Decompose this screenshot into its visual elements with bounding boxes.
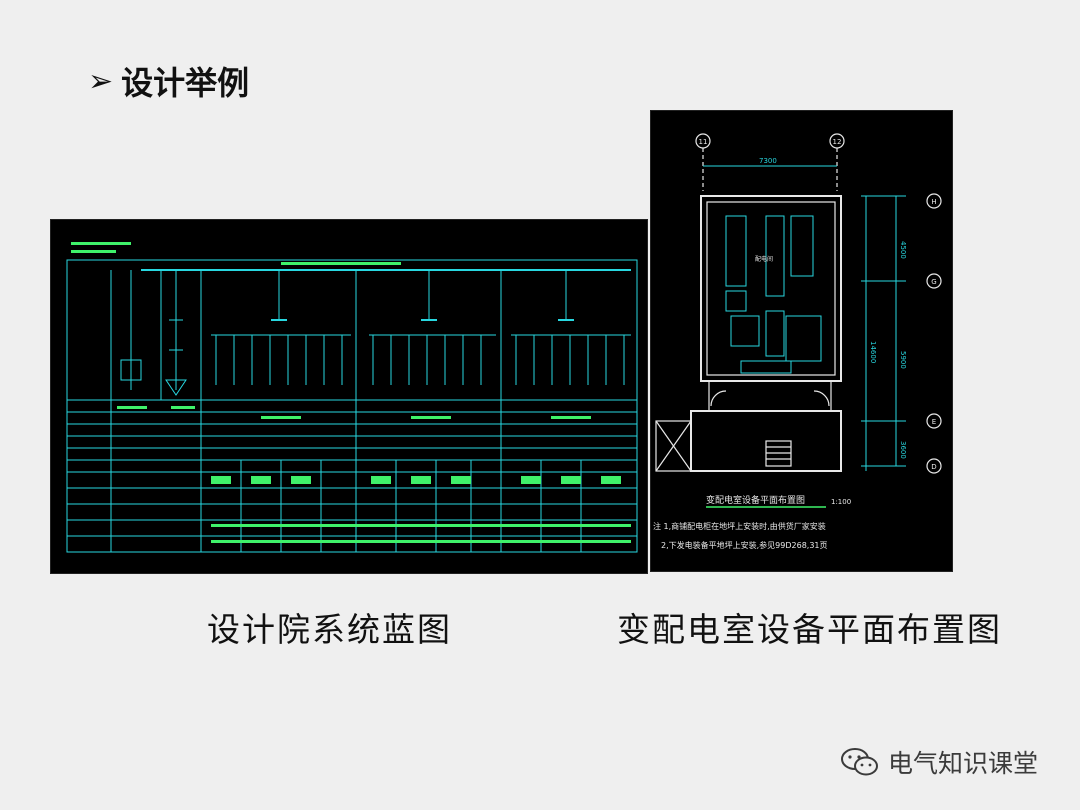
grid-label-g: G — [931, 278, 936, 286]
watermark-text: 电气知识课堂 — [888, 749, 1039, 778]
wechat-icon — [841, 748, 878, 776]
grid-label-11: 11 — [699, 138, 708, 146]
watermark: 电气知识课堂 — [840, 744, 1038, 780]
dim-right-1: 4500 — [899, 241, 907, 259]
dim-right-3: 3600 — [899, 441, 907, 459]
system-diagram-svg — [66, 242, 638, 553]
arrow-right-icon: ➢ — [88, 63, 114, 99]
floorplan-scale: 1:100 — [831, 498, 851, 506]
grid-label-h: H — [931, 198, 936, 206]
floorplan-note-1: 注 1,商铺配电柜在地坪上安装时,由供货厂家安装 — [653, 521, 826, 531]
caption-system-blueprint: 设计院系统蓝图 — [207, 610, 452, 649]
dim-top: 7300 — [759, 157, 777, 165]
dim-right-2: 5900 — [899, 351, 907, 369]
room-label: 配电间 — [755, 255, 773, 263]
floorplan-title: 变配电室设备平面布置图 — [706, 494, 805, 506]
caption-floorplan: 变配电室设备平面布置图 — [617, 610, 1002, 649]
grid-label-e: E — [932, 418, 936, 426]
slide-title: ➢ 设计举例 — [88, 58, 249, 104]
floorplan-image: 7300 4500 14600 5900 3600 11 12 H G E D … — [650, 110, 953, 572]
floorplan-svg: 7300 4500 14600 5900 3600 11 12 H G E D … — [653, 133, 942, 550]
grid-label-12: 12 — [833, 138, 842, 146]
system-blueprint-image — [50, 219, 648, 574]
floorplan-note-2: 2,下发电装备平地坪上安装,参见99D268,31页 — [661, 540, 828, 550]
slide-title-text: 设计举例 — [121, 64, 250, 102]
dim-right-total: 14600 — [869, 341, 877, 363]
grid-label-d: D — [931, 463, 936, 471]
